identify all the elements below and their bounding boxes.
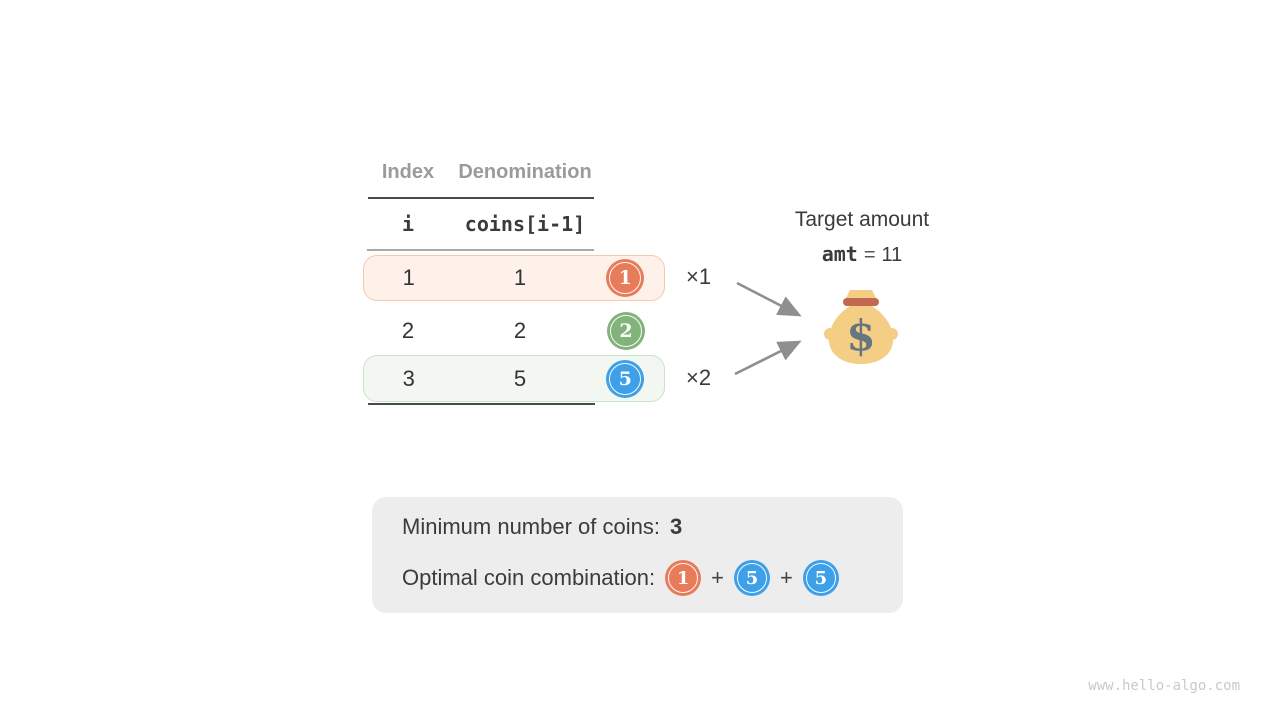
coin-value: 1 [676,567,690,589]
combination-coins: 1 + 5 + 5 [665,560,839,596]
arrow-icon [734,281,802,376]
coin-value: 2 [619,320,633,342]
coin-value: 5 [745,567,759,589]
column-header-denomination: Denomination [458,161,592,183]
target-amount-equation: amt=11 [762,242,962,267]
row-index-value: 3 [402,365,415,391]
row-index-value: 2 [401,318,415,343]
watermark: www.hello-algo.com [1088,678,1240,694]
coin-value: 5 [814,567,828,589]
table-row: 1 1 1 [363,255,665,301]
row-denomination-value: 5 [513,365,527,391]
code-header-coins: coins[i-1] [464,212,586,236]
target-value: 11 [881,244,903,266]
min-coins-line: Minimum number of coins: 3 [402,514,873,540]
row-denomination-value: 2 [513,318,527,343]
summary-panel: Minimum number of coins: 3 Optimal coin … [372,497,903,613]
coin-icon: 2 [607,312,645,350]
money-bag-icon: $ [824,290,898,364]
column-header-index: Index [381,161,435,183]
table-column-headers: Index Denomination [363,161,603,184]
table-row: 2 2 2 [363,308,665,354]
multiplier-row1: ×1 [686,264,712,289]
equals-sign: = [863,244,876,266]
min-coins-value: 3 [669,514,683,539]
row-index-value: 1 [402,265,415,290]
table-bottom-rule [368,403,595,405]
coin-icon: 5 [802,560,839,596]
table-code-headers: i coins[i-1] [363,212,603,236]
row-denomination-value: 1 [513,265,527,290]
table-mid-rule [367,249,594,251]
coin-icon: 1 [665,560,702,596]
target-variable: amt [821,242,858,266]
coin-icon: 1 [606,259,645,297]
coin-icon: 5 [606,359,645,398]
combination-line: Optimal coin combination: 1 + 5 + 5 [402,560,873,596]
code-header-i: i [401,212,415,236]
plus-sign: + [779,565,793,590]
target-amount-label: Target amount [794,208,930,231]
plus-sign: + [711,565,724,590]
coin-icon: 5 [733,560,770,596]
coin-value: 5 [618,367,632,390]
table-row: 3 5 5 [363,355,665,402]
dollar-sign: $ [846,311,875,360]
table-top-rule [368,197,594,199]
multiplier-row3: ×2 [686,365,712,390]
min-coins-label: Minimum number of coins: [402,514,660,539]
coin-value: 1 [618,267,632,289]
combination-label: Optimal coin combination: [402,565,656,590]
